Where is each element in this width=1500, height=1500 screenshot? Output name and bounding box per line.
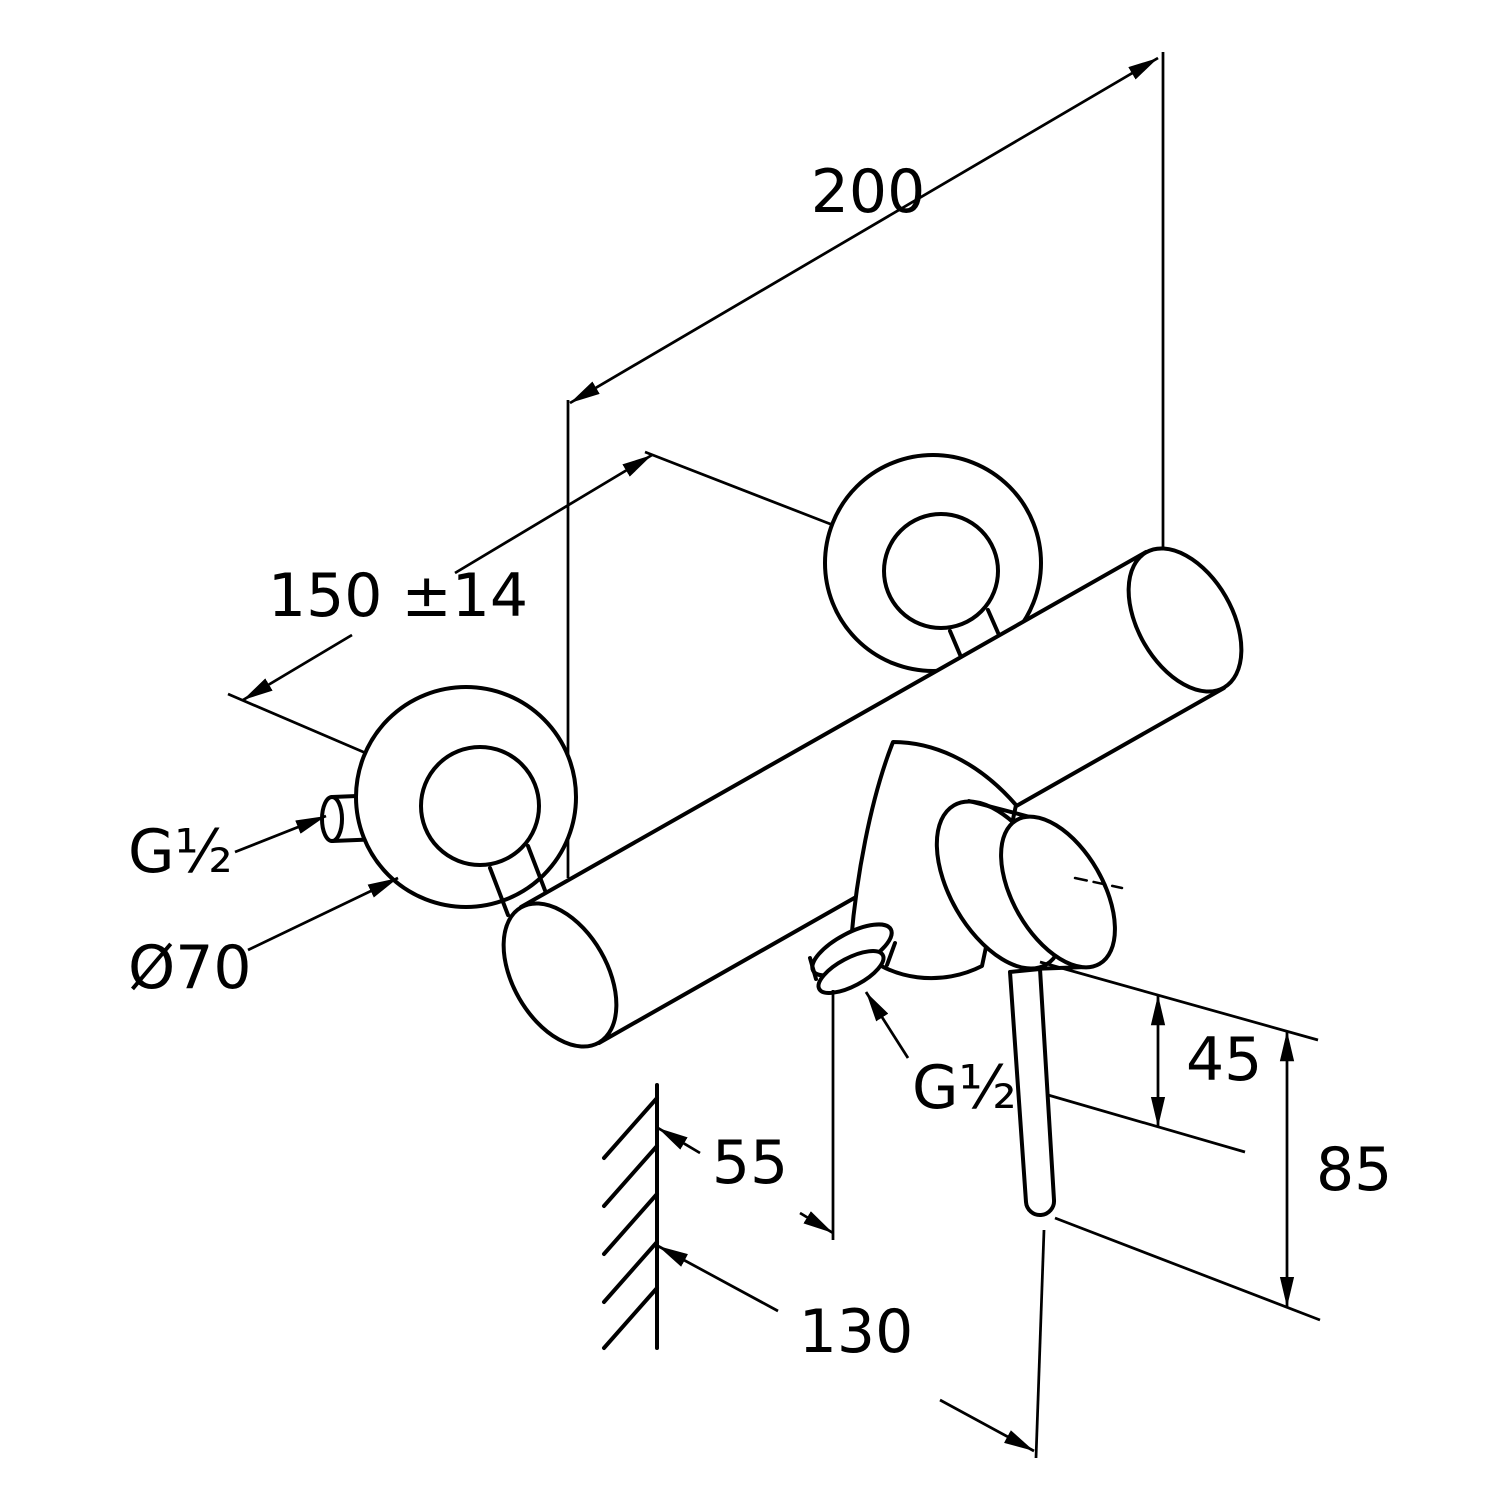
body-face [521, 552, 1224, 1043]
leader-wall-thread: G½ [128, 814, 327, 887]
dim-55-line-a [657, 1126, 701, 1155]
mixer-body [501, 546, 1244, 1049]
dim-130-line-b [939, 1398, 1035, 1453]
wall-hatch [602, 1083, 659, 1350]
dimension-45: 45 [1039, 960, 1319, 1154]
ref-85-bottom [1054, 1216, 1321, 1322]
body-right-cap [1126, 546, 1244, 694]
wall-thread-label: G½ [128, 817, 233, 887]
ref-45-bottom [1047, 1093, 1246, 1154]
wall-rosette-left [354, 685, 578, 917]
leader-outlet-thread: G½ [864, 991, 1017, 1123]
ref-45-top [1039, 960, 1319, 1042]
wall-rosette-top [823, 453, 1043, 673]
ext-150-right [644, 450, 839, 529]
dim-85-label: 85 [1316, 1135, 1392, 1205]
dim-130-line-a [657, 1244, 779, 1313]
leader-rosette-diameter-line [247, 876, 399, 952]
dim-200-label: 200 [811, 157, 926, 227]
dimension-85: 85 [1054, 1031, 1392, 1322]
leader-wall-thread-line [234, 814, 327, 854]
outlet-thread-label: G½ [912, 1053, 1017, 1123]
dimension-150: 150 ±14 [242, 453, 653, 702]
dimension-55: 55 [657, 990, 835, 1240]
rosette-top-inner [882, 512, 1000, 630]
dim-55-label: 55 [712, 1128, 788, 1198]
dim-130-label: 130 [799, 1297, 914, 1367]
body-left-cap [501, 901, 619, 1049]
dim-55-line-b [799, 1211, 834, 1235]
dim-150-line-b [454, 453, 653, 575]
shower-outlet [808, 922, 897, 995]
leader-rosette-diameter: Ø70 [128, 876, 399, 1003]
handle-hub [999, 814, 1117, 970]
dim-200-line [569, 56, 1159, 405]
lever-assembly [849, 740, 1124, 1218]
leader-outlet-thread-line [864, 991, 910, 1059]
dim-45-label: 45 [1186, 1025, 1262, 1095]
outlet-nipple [816, 949, 886, 995]
body-top-edge [519, 550, 1148, 909]
dimension-130: 130 [657, 1229, 1046, 1459]
ext-130-right [1034, 1229, 1046, 1459]
ext-150-left [227, 692, 376, 759]
hub-center-mark [1073, 876, 1124, 890]
lever-rod [1008, 967, 1057, 1218]
rosette-diameter-label: Ø70 [128, 933, 252, 1003]
dim-150-label: 150 ±14 [268, 561, 528, 631]
dimension-200: 200 [569, 56, 1159, 405]
dim-150-line-a [242, 633, 353, 702]
rosette-left-inner [419, 745, 541, 867]
